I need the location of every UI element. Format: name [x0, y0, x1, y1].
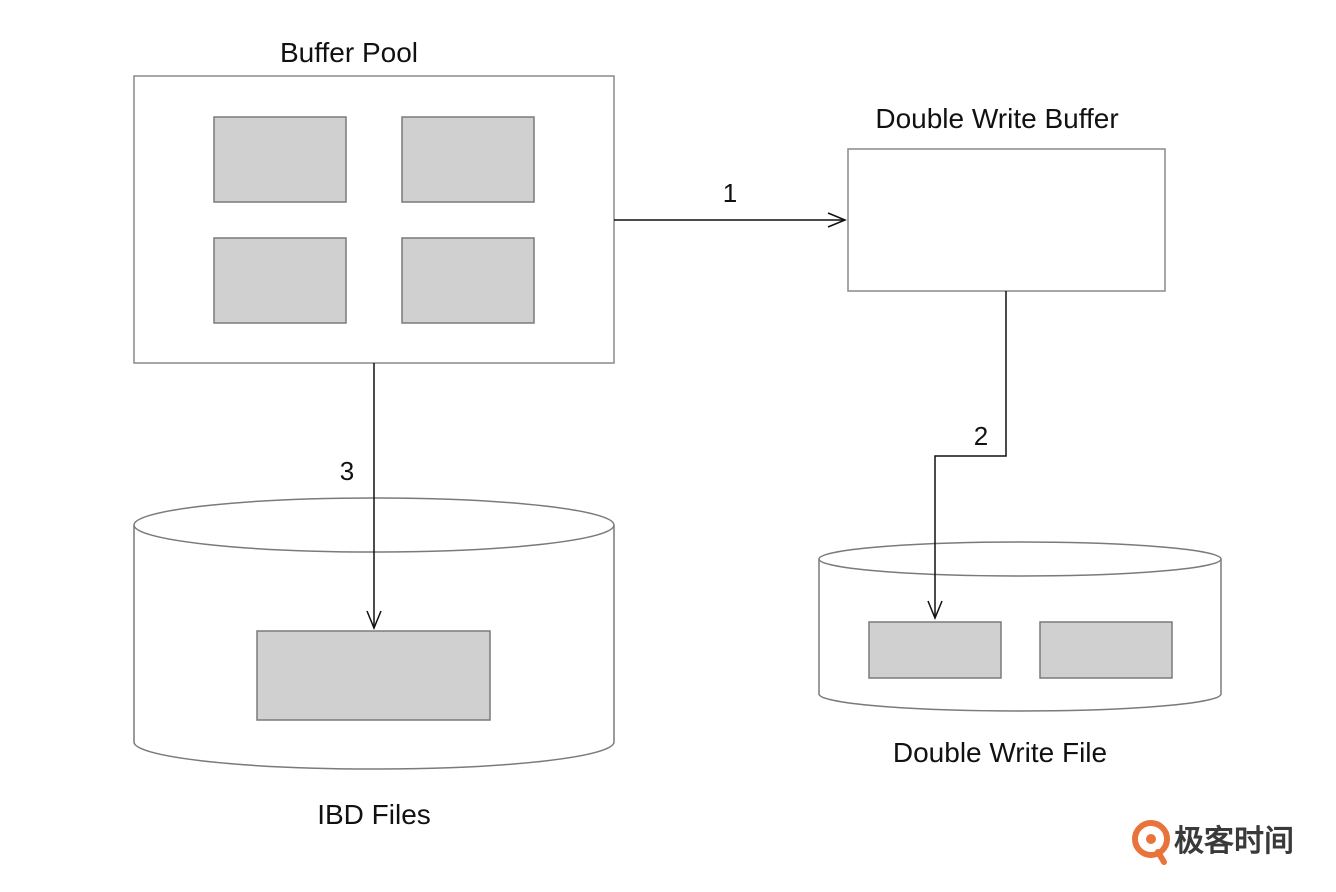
arrow-step-1: 1 — [614, 178, 847, 228]
buffer-pool-label: Buffer Pool — [280, 37, 418, 68]
ibd-files-label: IBD Files — [317, 799, 431, 830]
ibd-page — [256, 630, 491, 721]
double-write-buffer-box — [847, 148, 1166, 292]
arrowhead — [366, 610, 382, 630]
double-write-buffer: Double Write Buffer — [847, 103, 1166, 292]
dw-file-page — [1039, 621, 1173, 679]
buffer-page — [213, 116, 347, 203]
buffer-page — [401, 116, 535, 203]
edge-line — [934, 291, 1007, 618]
dw-file-page — [868, 621, 1002, 679]
brand-name: 极客时间 — [1174, 824, 1294, 859]
double-write-buffer-label: Double Write Buffer — [875, 103, 1118, 134]
brand-watermark: 极客时间 — [1132, 820, 1294, 865]
double-write-file-label: Double Write File — [893, 737, 1107, 768]
buffer-pool: Buffer Pool — [133, 37, 615, 364]
cylinder-top — [818, 541, 1222, 577]
double-write-file-cylinder: Double Write File — [818, 541, 1222, 768]
step-1-label: 1 — [723, 178, 737, 208]
step-3-label: 3 — [340, 456, 354, 486]
buffer-pool-box — [133, 75, 615, 364]
arrow-step-2: 2 — [927, 291, 1007, 620]
buffer-page — [401, 237, 535, 324]
step-2-label: 2 — [974, 421, 988, 451]
buffer-page — [213, 237, 347, 324]
geektime-logo-icon — [1132, 820, 1170, 865]
arrowhead — [827, 212, 847, 228]
arrowhead — [927, 600, 943, 620]
ibd-files-cylinder: IBD Files — [133, 497, 615, 830]
arrow-step-3: 3 — [340, 363, 382, 630]
